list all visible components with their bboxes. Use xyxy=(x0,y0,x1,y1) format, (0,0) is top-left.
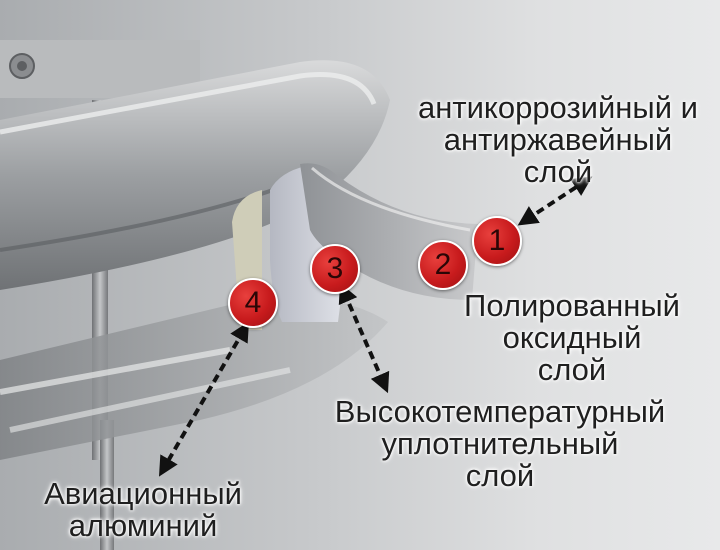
badge-1: 1 xyxy=(472,216,522,266)
label-aluminium: Авиационный алюминий xyxy=(18,478,268,542)
label-line: антикоррозийный и xyxy=(418,90,698,125)
label-line: алюминий xyxy=(68,508,218,543)
arrow-sealing-layer xyxy=(338,282,390,394)
label-line: оксидный xyxy=(502,320,642,355)
label-line: Высокотемпературный xyxy=(334,394,666,429)
label-anti-corrosion: антикоррозийный и антиржавейный слой xyxy=(398,92,718,188)
label-line: Авиационный xyxy=(44,476,242,511)
arrow-aluminium xyxy=(158,321,250,477)
badge-2: 2 xyxy=(418,240,468,290)
label-line: слой xyxy=(537,352,607,387)
badge-4: 4 xyxy=(228,278,278,328)
badge-3: 3 xyxy=(310,244,360,294)
arrow-anti-corrosion xyxy=(517,176,593,226)
label-line: слой xyxy=(465,458,535,493)
label-sealing-layer: Высокотемпературный уплотнительный слой xyxy=(300,396,700,492)
label-line: Полированный xyxy=(464,288,680,323)
label-line: антиржавейный xyxy=(443,122,673,157)
label-polished-oxide: Полированный оксидный слой xyxy=(442,290,702,386)
label-line: уплотнительный xyxy=(381,426,619,461)
label-line: слой xyxy=(523,154,593,189)
